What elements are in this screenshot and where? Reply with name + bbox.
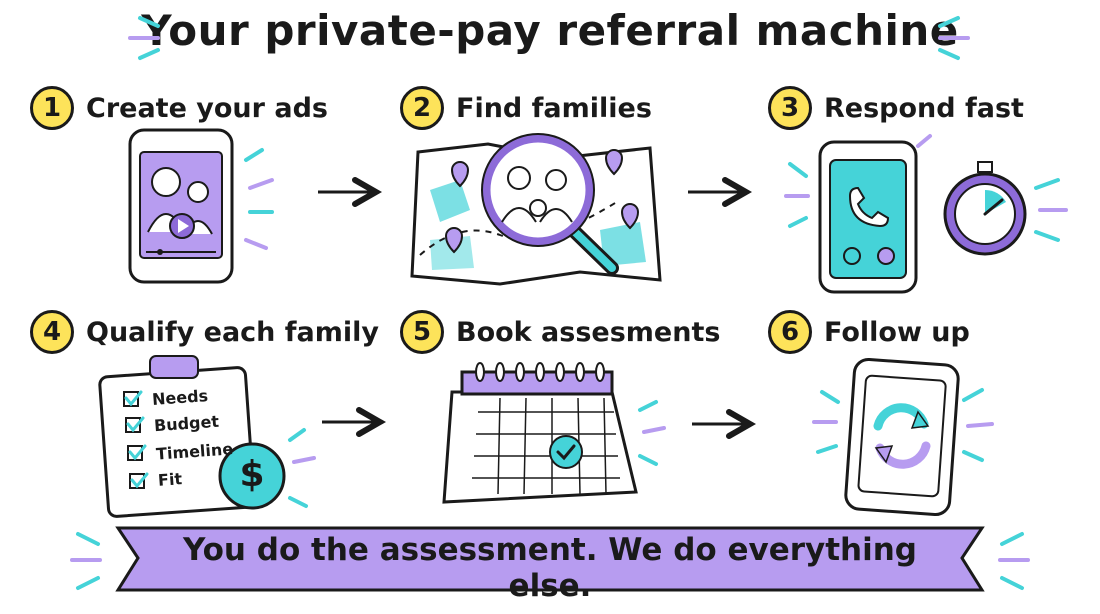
page-title: Your private-pay referral machine [141, 6, 959, 55]
bottom-banner-ribbon [70, 526, 1030, 592]
dollar-coin-icon [218, 428, 316, 510]
step-5-badge: 5 [400, 310, 444, 354]
step-4-header: 4 Qualify each family [30, 310, 379, 354]
calendar-check-icon [442, 362, 666, 504]
step-5-label: Book assesments [456, 316, 721, 348]
map-magnifier-icon [410, 133, 662, 286]
dollar-sign: $ [239, 454, 265, 495]
title-sparkle-right-icon [938, 16, 970, 60]
step-2-header: 2 Find families [400, 86, 652, 130]
clipboard-checklist-icon [98, 355, 256, 518]
step-6-header: 6 Follow up [768, 310, 970, 354]
checklist-item-needs: Needs [151, 386, 209, 409]
phone-video-ad-icon [128, 128, 274, 284]
banner-text: You do the assessment. We do everything … [183, 532, 917, 604]
phone-refresh-icon [812, 357, 994, 517]
phone-stopwatch-icon [784, 134, 1068, 294]
step-1-header: 1 Create your ads [30, 86, 328, 130]
step-6-badge: 6 [768, 310, 812, 354]
step-2-badge: 2 [400, 86, 444, 130]
step-2-label: Find families [456, 92, 652, 124]
step-3-header: 3 Respond fast [768, 86, 1024, 130]
title-sparkle-left-icon [128, 16, 160, 60]
step-1-label: Create your ads [86, 92, 328, 124]
step-6-label: Follow up [824, 316, 970, 348]
step-5-header: 5 Book assesments [400, 310, 720, 354]
step-3-badge: 3 [768, 86, 812, 130]
step-4-badge: 4 [30, 310, 74, 354]
step-4-label: Qualify each family [86, 316, 380, 348]
step-3-label: Respond fast [824, 92, 1024, 124]
step-1-badge: 1 [30, 86, 74, 130]
checklist-item-fit: Fit [157, 469, 183, 490]
